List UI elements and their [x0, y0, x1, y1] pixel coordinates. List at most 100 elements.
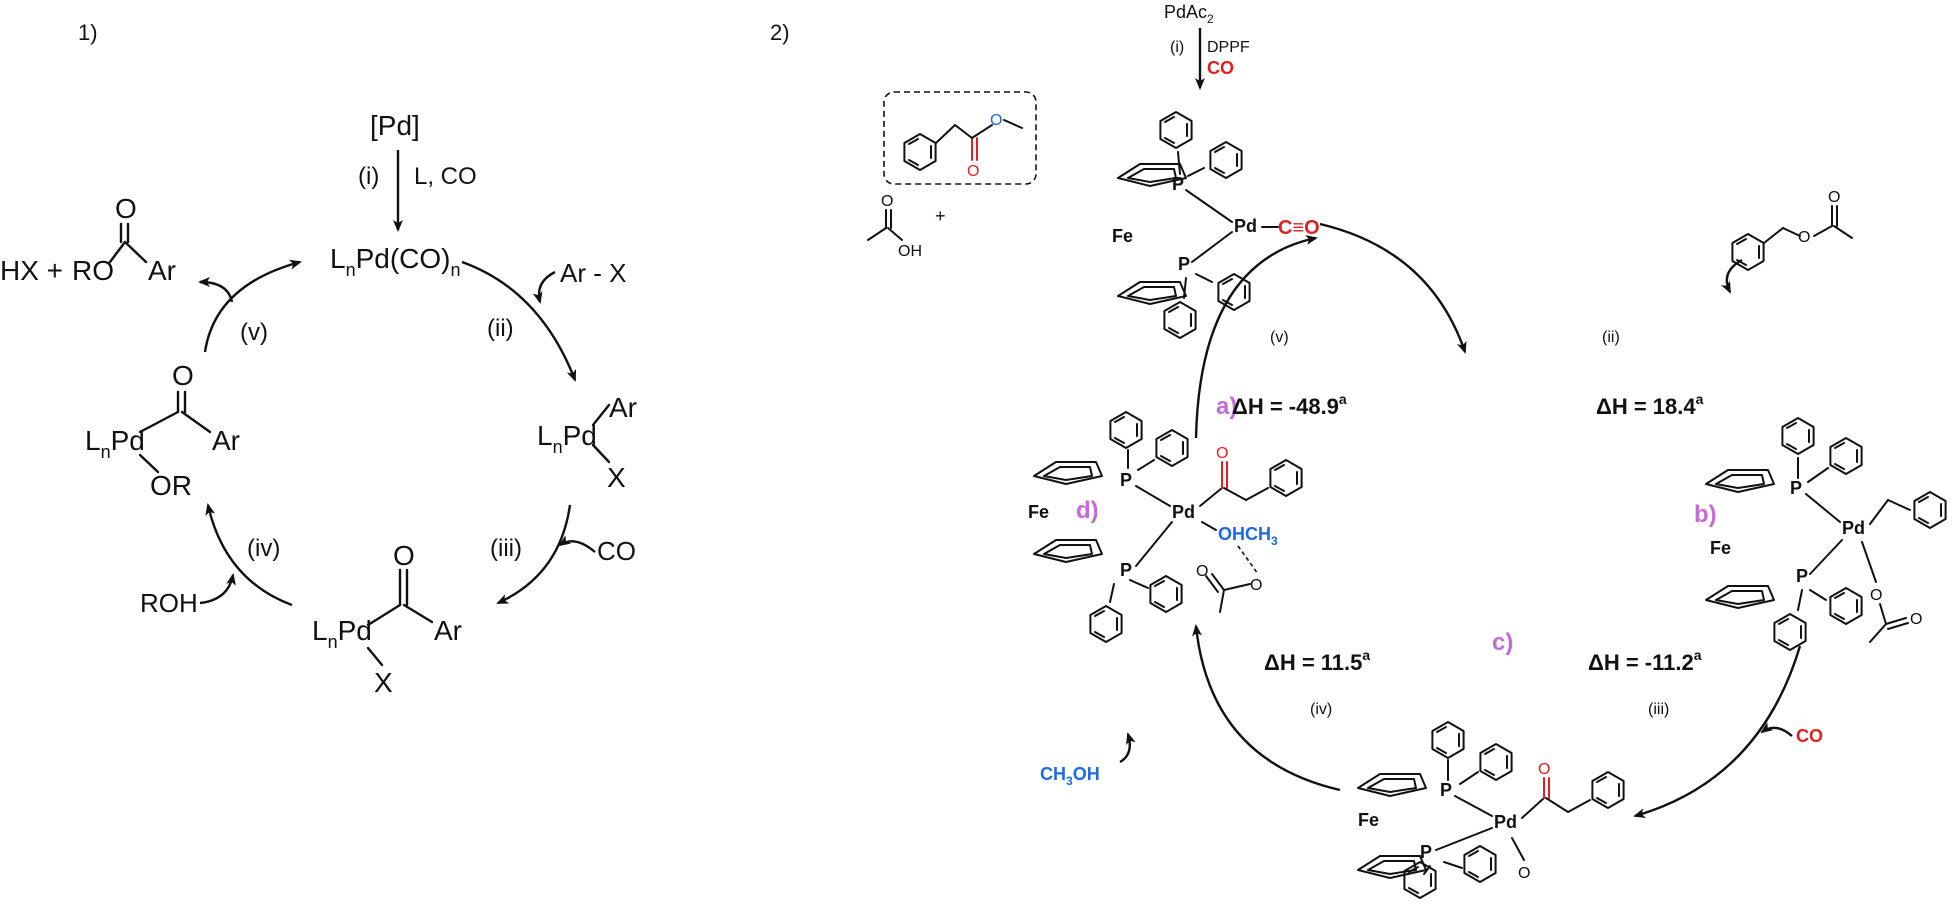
benzyl-acetate: O O [1731, 189, 1853, 271]
reagent-roh-arrow [199, 573, 236, 605]
svg-text:O: O [1798, 229, 1810, 246]
svg-text:Pd: Pd [1494, 812, 1517, 832]
pdac2-reagent: PdAc2 [1164, 2, 1214, 26]
svg-text:O: O [115, 193, 137, 224]
acetic-acid: O OH + [867, 193, 946, 260]
product-box: O O [883, 91, 1037, 185]
svg-text:O: O [1828, 189, 1840, 206]
svg-text:O: O [1196, 563, 1208, 580]
step-v-label-2: (v) [1270, 329, 1289, 346]
svg-text:Ar: Ar [434, 615, 462, 646]
acyl-complex: LnPd O Ar X [312, 540, 462, 698]
step-i-label: (i) [358, 163, 379, 190]
cycle-arrow-ii-2 [1319, 222, 1467, 354]
reagent-arx-arrow [532, 270, 556, 304]
step-i-label-2: (i) [1170, 39, 1184, 56]
svg-text:P: P [1440, 780, 1452, 800]
svg-text:LnPd(CO)n: LnPd(CO)n [330, 243, 461, 280]
step-iv-label-2: (iv) [1310, 701, 1332, 718]
dh-v: ΔH = -48.9a [1232, 391, 1347, 419]
svg-text:OR: OR [150, 470, 192, 501]
svg-text:O: O [1518, 865, 1530, 882]
svg-text:O: O [172, 360, 194, 391]
cycle-arrow-ii [461, 260, 577, 382]
lnpd-co-complex: LnPd(CO)n [330, 243, 461, 280]
dh-ii: ΔH = 18.4a [1596, 391, 1704, 419]
step-iv-label: (iv) [247, 535, 280, 562]
svg-text:O: O [393, 540, 415, 571]
cycle-arrow-iv-2 [1192, 624, 1341, 792]
cycle-arrow-iv [205, 503, 293, 607]
complex-d-label: d) [1076, 497, 1099, 524]
complex-c-label: c) [1492, 629, 1513, 656]
ester-product: HX + RO O Ar [0, 193, 176, 286]
svg-text:O: O [1216, 445, 1228, 462]
svg-text:O: O [881, 193, 893, 210]
svg-text:OH: OH [898, 243, 922, 260]
svg-text:P: P [1178, 254, 1190, 274]
svg-text:LnPd: LnPd [85, 425, 145, 462]
svg-text:Fe: Fe [1358, 810, 1379, 830]
dh-iv: ΔH = 11.5a [1264, 647, 1370, 675]
svg-text:X: X [374, 667, 393, 698]
methanol-arrow [1119, 732, 1136, 764]
svg-text:RO: RO [72, 255, 114, 286]
svg-text:Ar: Ar [148, 255, 176, 286]
complex-a-label: a) [1216, 393, 1237, 420]
svg-text:Ar: Ar [212, 425, 240, 456]
product-arrow [198, 277, 234, 303]
svg-text:P: P [1420, 842, 1432, 862]
ohch3-ligand: OHCH3 [1218, 524, 1278, 548]
benzyl-acetate-arrow [1721, 258, 1743, 294]
step-ii-label-2: (ii) [1602, 329, 1620, 346]
svg-text:Fe: Fe [1710, 538, 1731, 558]
complex-c: Fe P P Pd O O [1357, 721, 1625, 899]
reagent-ar-x: Ar - X [560, 258, 626, 288]
svg-text:Pd: Pd [1234, 216, 1257, 236]
svg-text:P: P [1796, 566, 1808, 586]
svg-text:+: + [935, 206, 946, 226]
panel-2-label: 2) [770, 20, 790, 45]
cycle-arrow-v-2 [1194, 235, 1318, 439]
svg-text:HX +: HX + [0, 255, 63, 286]
svg-text:O: O [1250, 577, 1262, 594]
step-iii-label-2: (iii) [1648, 701, 1669, 718]
svg-text:O: O [1910, 611, 1922, 628]
svg-text:X: X [607, 462, 626, 493]
complex-b-label: b) [1694, 501, 1717, 528]
reagent-co-arrow-2 [1760, 722, 1793, 737]
oxidative-addition-complex: LnPd Ar X [537, 392, 637, 493]
svg-text:C≡O: C≡O [1278, 217, 1320, 239]
svg-text:O: O [990, 112, 1002, 129]
svg-text:Fe: Fe [1028, 502, 1049, 522]
panel-1-label: 1) [78, 20, 98, 45]
complex-a: Fe P P Pd C≡O [1112, 111, 1320, 339]
svg-text:Pd: Pd [1172, 502, 1195, 522]
step-iii-label: (iii) [490, 535, 522, 562]
complex-d: Fe P P Pd O OHCH3 O O [1028, 411, 1303, 643]
reagent-co-arrow [558, 535, 596, 553]
pd-start: [Pd] [370, 110, 420, 141]
svg-text:P: P [1790, 478, 1802, 498]
svg-text:LnPd: LnPd [537, 420, 597, 457]
svg-text:O: O [1538, 761, 1550, 778]
svg-text:O: O [967, 163, 979, 180]
svg-text:Ar: Ar [609, 392, 637, 423]
svg-text:P: P [1172, 174, 1184, 194]
complex-b: Fe P P Pd O O [1705, 417, 1947, 651]
alkoxycarbonyl-complex: LnPd O Ar OR [85, 360, 240, 501]
svg-text:O: O [1870, 587, 1882, 604]
dh-iii: ΔH = -11.2a [1588, 647, 1702, 675]
svg-text:Fe: Fe [1112, 226, 1133, 246]
step-i-reagents: L, CO [414, 163, 477, 190]
step-ii-label: (ii) [487, 315, 514, 342]
step-i-dppf: DPPF [1207, 39, 1250, 56]
step-i-co: CO [1207, 58, 1234, 78]
cycle-arrow-iii-2 [1633, 645, 1802, 819]
cycle-arrow-v [203, 259, 302, 353]
svg-text:P: P [1120, 560, 1132, 580]
svg-text:LnPd: LnPd [312, 615, 372, 652]
reagent-co: CO [597, 536, 636, 566]
